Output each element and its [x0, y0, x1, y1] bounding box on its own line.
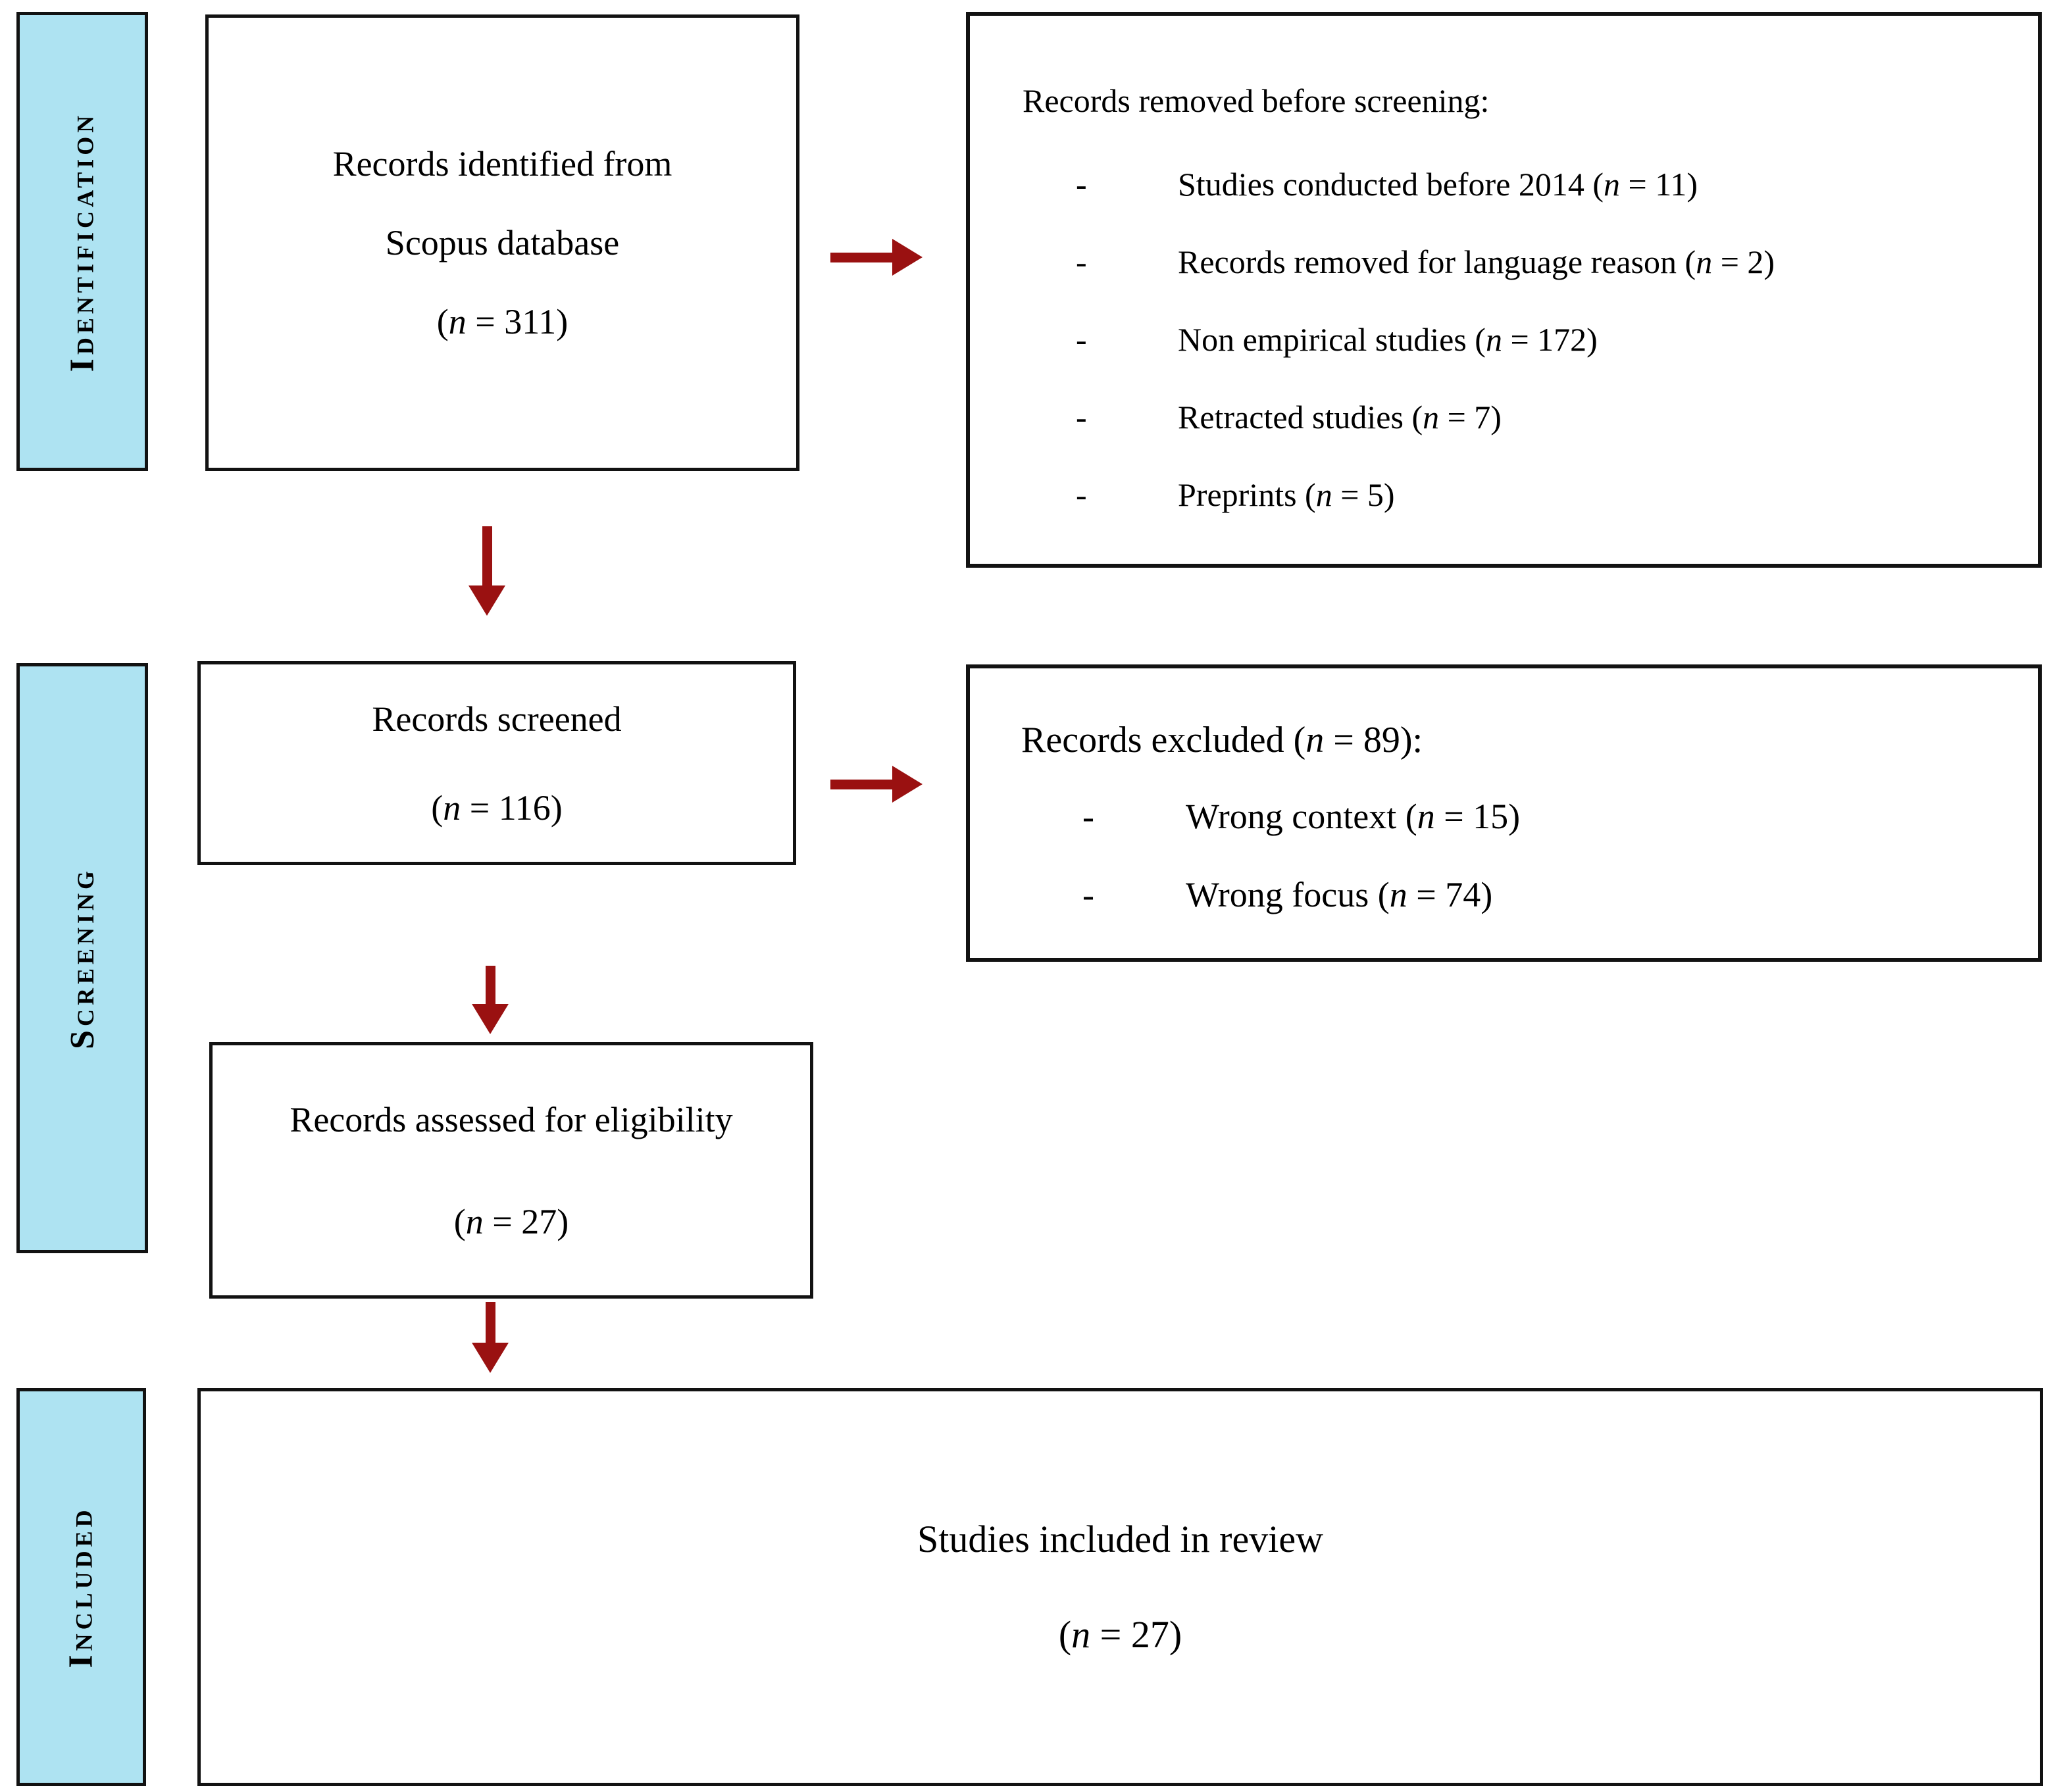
list-item-label: Records removed for language reason (n =…	[1178, 243, 1775, 280]
box-text-line: Records identified from	[332, 144, 672, 184]
box-records-assessed-text: Records assessed for eligibility (n = 27)	[213, 1045, 810, 1308]
box-records-removed-list: -Studies conducted before 2014 (n = 11)-…	[1023, 166, 1775, 512]
box-records-removed-title: Records removed before screening:	[1023, 82, 1490, 119]
bullet-dash: -	[1076, 243, 1087, 280]
arrow-head-right-icon	[892, 239, 923, 276]
box-text-line: Studies included in review	[917, 1518, 1323, 1560]
arrow-shaft	[486, 1302, 495, 1344]
box-records-assessed: Records assessed for eligibility (n = 27)	[209, 1042, 813, 1299]
bullet-dash: -	[1076, 476, 1087, 513]
bullet-dash: -	[1076, 166, 1087, 203]
bullet-dash: -	[1076, 321, 1087, 358]
list-item: - Records removed for language reason (n …	[1023, 244, 1775, 280]
box-text-line: (n = 311)	[436, 302, 569, 341]
arrow-head-down-icon	[472, 1004, 509, 1034]
box-records-excluded: Records excluded (n = 89): - Wrong contex…	[966, 664, 2042, 962]
arrow-shaft	[486, 966, 495, 1005]
arrow-shaft	[830, 253, 894, 262]
box-records-screened-text: Records screened (n = 116)	[201, 664, 793, 862]
list-item: - Wrong focus (n = 74)	[1021, 876, 1520, 913]
sidebar-screening-label: Screening	[63, 867, 101, 1049]
bullet-dash: -	[1076, 399, 1087, 436]
box-text-line: Records screened	[372, 699, 622, 739]
arrow-shaft	[830, 780, 894, 789]
arrow-head-down-icon	[472, 1343, 509, 1373]
box-text-line: Records assessed for eligibility	[290, 1099, 733, 1139]
box-studies-included-text: Studies included in review (n = 27)	[201, 1391, 2040, 1783]
list-item: - Wrong context (n = 15)	[1021, 798, 1520, 835]
list-item-label: Retracted studies (n = 7)	[1178, 399, 1502, 436]
arrow-head-right-icon	[892, 766, 923, 803]
list-item: - Non empirical studies (n = 172)	[1023, 322, 1775, 357]
sidebar-identification: Identification	[16, 12, 148, 471]
box-text-line: (n = 27)	[1058, 1613, 1182, 1656]
sidebar-screening: Screening	[16, 663, 148, 1253]
bullet-dash: -	[1082, 797, 1094, 836]
box-records-excluded-title: Records excluded (n = 89):	[1021, 720, 1423, 760]
list-item-label: Non empirical studies (n = 172)	[1178, 321, 1598, 358]
list-item: - Studies conducted before 2014 (n = 11)	[1023, 166, 1775, 202]
list-item-label: Wrong focus (n = 74)	[1186, 875, 1493, 914]
list-item-label: Preprints (n = 5)	[1178, 476, 1395, 513]
box-text-line: Scopus database	[385, 223, 620, 262]
list-item-label: Studies conducted before 2014 (n = 11)	[1178, 166, 1698, 203]
box-records-screened: Records screened (n = 116)	[197, 661, 796, 865]
box-text-line: (n = 116)	[431, 787, 563, 828]
box-records-removed: Records removed before screening: - Studi…	[966, 12, 2042, 568]
box-records-excluded-list: - Wrong context (n = 15) - Wrong focus (n =…	[1021, 798, 1520, 913]
bullet-dash: -	[1082, 875, 1094, 914]
sidebar-identification-label: Identification	[63, 111, 101, 372]
arrow-head-down-icon	[468, 585, 505, 616]
box-text-line: (n = 27)	[453, 1201, 569, 1241]
list-item-label: Wrong context (n = 15)	[1186, 797, 1521, 836]
list-item: - Preprints (n = 5)	[1023, 477, 1775, 512]
box-studies-included: Studies included in review (n = 27)	[197, 1388, 2043, 1786]
list-item: - Retracted studies (n = 7)	[1023, 399, 1775, 435]
sidebar-included-label: Included	[63, 1506, 100, 1668]
arrow-shaft	[482, 526, 492, 587]
sidebar-included: Included	[16, 1388, 146, 1786]
